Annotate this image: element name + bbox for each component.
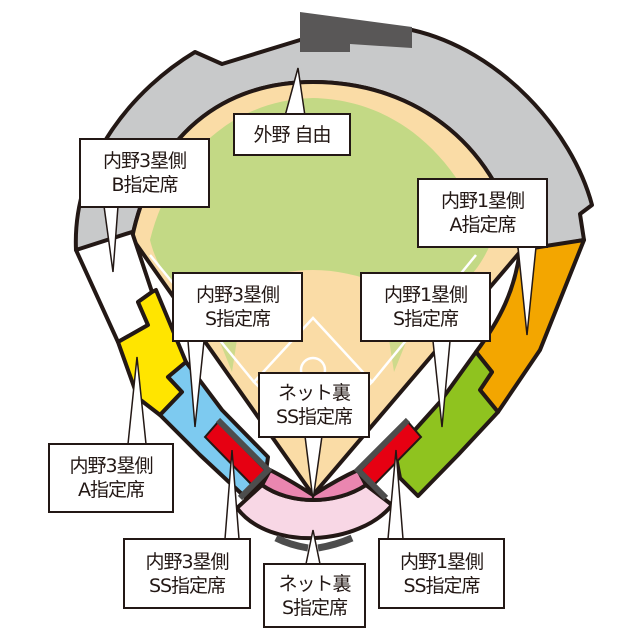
label-first-a[interactable]: 内野1塁側 A指定席 [417,178,548,248]
label-third-ss[interactable]: 内野3塁側 SS指定席 [123,538,251,609]
label-text: A指定席 [449,214,517,236]
label-text: ネット裏 [278,572,351,595]
label-third-a[interactable]: 内野3塁側 A指定席 [48,443,174,513]
label-text: 内野1塁側 [383,284,468,306]
label-text: SS指定席 [403,574,480,597]
label-third-b[interactable]: 内野3塁側 B指定席 [79,138,210,208]
label-text: S指定席 [392,308,459,330]
label-text: S指定席 [204,308,271,330]
label-text: 内野3塁側 [195,284,280,306]
label-pointers [103,67,537,565]
label-text: ネット裏 [277,382,351,404]
label-net-ss[interactable]: ネット裏 SS指定席 [258,372,370,438]
label-text: 内野1塁側 [399,550,484,573]
scoreboard [300,12,412,52]
label-text: S指定席 [281,596,348,619]
label-first-ss[interactable]: 内野1塁側 SS指定席 [378,538,505,609]
section-first-s[interactable] [393,350,500,498]
label-outfield-free[interactable]: 外野 自由 [233,113,351,156]
label-text: SS指定席 [275,406,353,428]
section-net-ss[interactable] [260,468,368,502]
label-text: 内野3塁側 [145,550,229,573]
aisle-right [353,417,411,501]
aisle-left [215,417,273,501]
label-text: A指定席 [78,479,145,501]
label-text: 内野3塁側 [102,150,187,172]
label-third-s[interactable]: 内野3塁側 S指定席 [172,272,303,342]
aisle-bottom-right [317,534,354,552]
label-text: 内野1塁側 [440,190,525,212]
label-first-s[interactable]: 内野1塁側 S指定席 [360,272,491,342]
label-text: B指定席 [111,174,178,196]
aisle-bottom-left [274,534,309,552]
label-text: 外野 自由 [253,123,331,146]
label-text: SS指定席 [148,574,226,597]
label-net-s[interactable]: ネット裏 S指定席 [263,563,366,628]
label-text: 内野3塁側 [69,455,153,477]
